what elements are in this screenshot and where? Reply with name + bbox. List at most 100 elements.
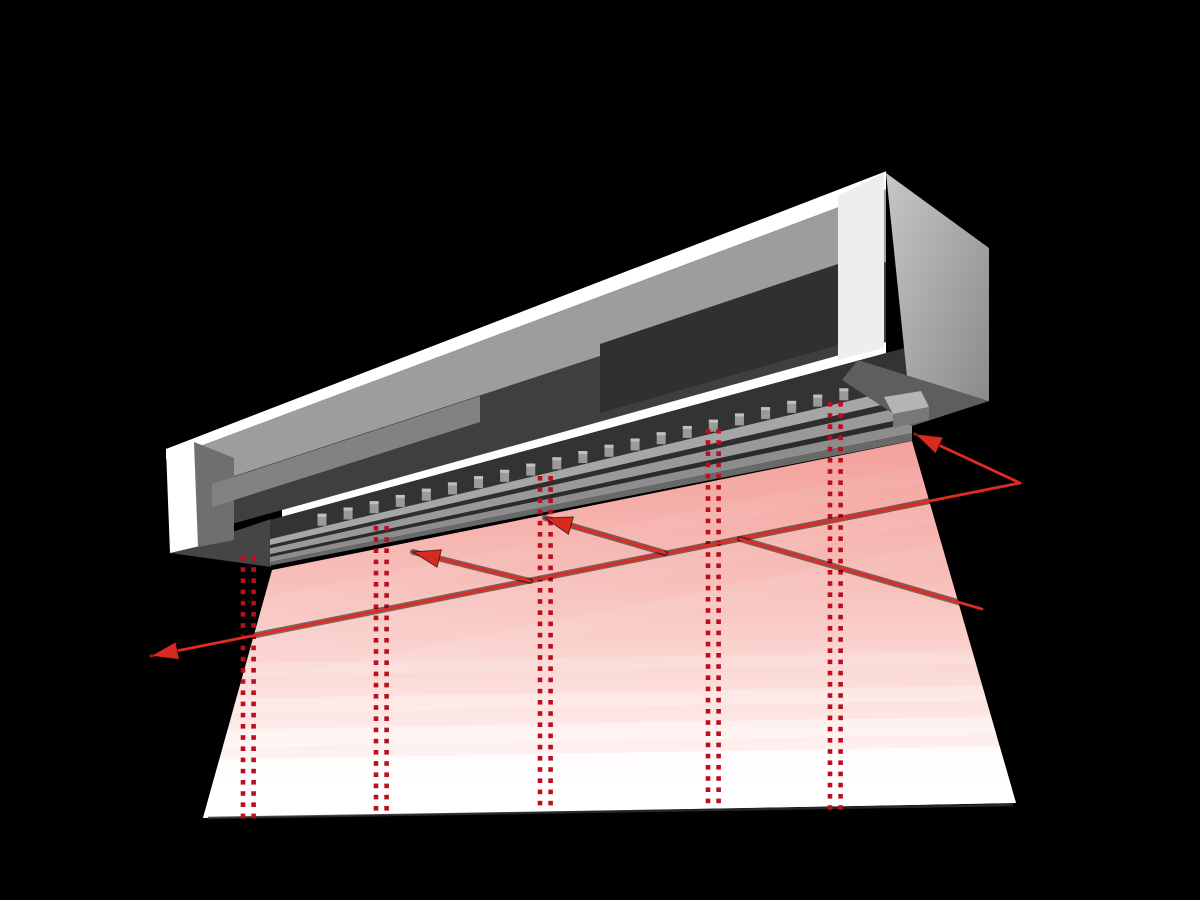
beam-dot — [373, 682, 379, 688]
beam-dot — [827, 469, 833, 474]
beam-dot — [827, 738, 833, 743]
underside-left — [170, 519, 271, 567]
beam-dot — [251, 567, 256, 572]
beam-dot — [373, 638, 379, 643]
beam-dot — [705, 608, 711, 613]
sensor-beam-dotted-line — [705, 429, 721, 804]
beam-dot — [838, 525, 843, 530]
beam-dot — [251, 612, 256, 617]
beam-dot — [548, 509, 553, 515]
beam-dot — [716, 630, 721, 636]
beam-dot — [537, 599, 543, 604]
beam-dot — [838, 738, 843, 743]
bottom-lip — [270, 433, 912, 566]
beam-dot — [838, 491, 843, 497]
beam-dot — [548, 588, 553, 593]
beam-dot — [384, 582, 389, 587]
beam-dot — [251, 701, 256, 707]
nozzle-cube-top — [447, 482, 457, 486]
beam-dot — [827, 626, 833, 631]
beam-dot — [384, 738, 389, 744]
beam-dot — [838, 771, 843, 777]
beam-dot — [716, 451, 721, 456]
beam-dot — [827, 402, 833, 407]
beam-dot — [705, 675, 711, 680]
beam-dot — [384, 615, 389, 621]
beam-dot — [716, 529, 721, 535]
beam-dot — [537, 632, 543, 638]
nozzle-cube — [395, 494, 405, 507]
beam-dot — [716, 742, 721, 748]
beam-dot — [240, 768, 246, 774]
beam-dot — [827, 771, 833, 777]
beam-dot — [716, 485, 721, 490]
beam-dot — [548, 688, 553, 694]
beam-dot — [705, 597, 711, 602]
beam-dot — [373, 761, 379, 766]
beam-dot — [548, 744, 553, 750]
beam-dot — [705, 496, 711, 501]
nozzle-cube — [656, 432, 666, 445]
beam-dot — [251, 735, 256, 740]
beam-dot — [240, 589, 246, 595]
beam-dot — [384, 559, 389, 565]
beam-dot — [251, 656, 256, 662]
annotation-layer — [148, 431, 1023, 661]
beam-dot — [705, 518, 711, 524]
nozzle-cube — [552, 457, 562, 470]
nozzle-cube — [604, 444, 614, 457]
nozzle-cube — [526, 463, 536, 476]
beam-dot — [827, 805, 833, 810]
beam-dot — [373, 783, 379, 789]
nozzle-cube — [500, 469, 510, 482]
beam-dot — [838, 682, 843, 687]
beam-dot — [537, 677, 543, 683]
beam-dot — [240, 679, 246, 684]
nozzle-cube — [421, 488, 431, 501]
beam-dot — [548, 711, 553, 716]
beam-dot — [373, 772, 379, 777]
beam-dot — [716, 429, 721, 434]
beam-dot — [827, 480, 833, 485]
beam-dot — [705, 429, 711, 434]
beam-dot — [240, 556, 246, 561]
beam-dot — [537, 666, 543, 671]
beam-dot — [240, 735, 246, 740]
beam-dot — [827, 536, 833, 541]
beam-dot — [827, 726, 833, 732]
beam-dot — [251, 724, 256, 729]
beam-dot — [705, 485, 711, 490]
beam-dot — [548, 666, 553, 671]
beam-dot — [705, 720, 711, 725]
beam-dot — [240, 600, 246, 606]
beam-dot — [716, 440, 721, 445]
nozzle-cube — [787, 400, 797, 413]
beam-dot — [716, 798, 721, 804]
beam-dot — [716, 686, 721, 692]
beam-dot — [838, 693, 843, 698]
beam-dot — [373, 570, 379, 576]
slat-leader-mid — [542, 515, 668, 556]
beam-dot — [827, 659, 833, 665]
nozzle-cube-top — [500, 469, 510, 473]
beam-dot — [537, 610, 543, 615]
beam-dot — [827, 693, 833, 698]
beam-dot — [716, 720, 721, 725]
nozzle-cube — [708, 419, 718, 432]
beam-dot — [537, 722, 543, 727]
beam-dot — [373, 559, 379, 565]
beam-dot — [240, 802, 246, 807]
nozzle-cube-top — [630, 438, 640, 442]
beam-dot — [827, 592, 833, 597]
beam-dot — [384, 794, 389, 800]
beam-dot — [251, 757, 256, 763]
beam-dot — [705, 731, 711, 736]
beam-dot — [384, 682, 389, 688]
beam-dot — [240, 690, 246, 695]
air-curtain-unit — [166, 171, 989, 567]
nozzle-cube-top — [343, 507, 353, 511]
beam-dot — [251, 813, 256, 819]
beam-dot — [705, 697, 711, 703]
beam-dot — [537, 543, 543, 548]
beam-dot — [240, 757, 246, 763]
